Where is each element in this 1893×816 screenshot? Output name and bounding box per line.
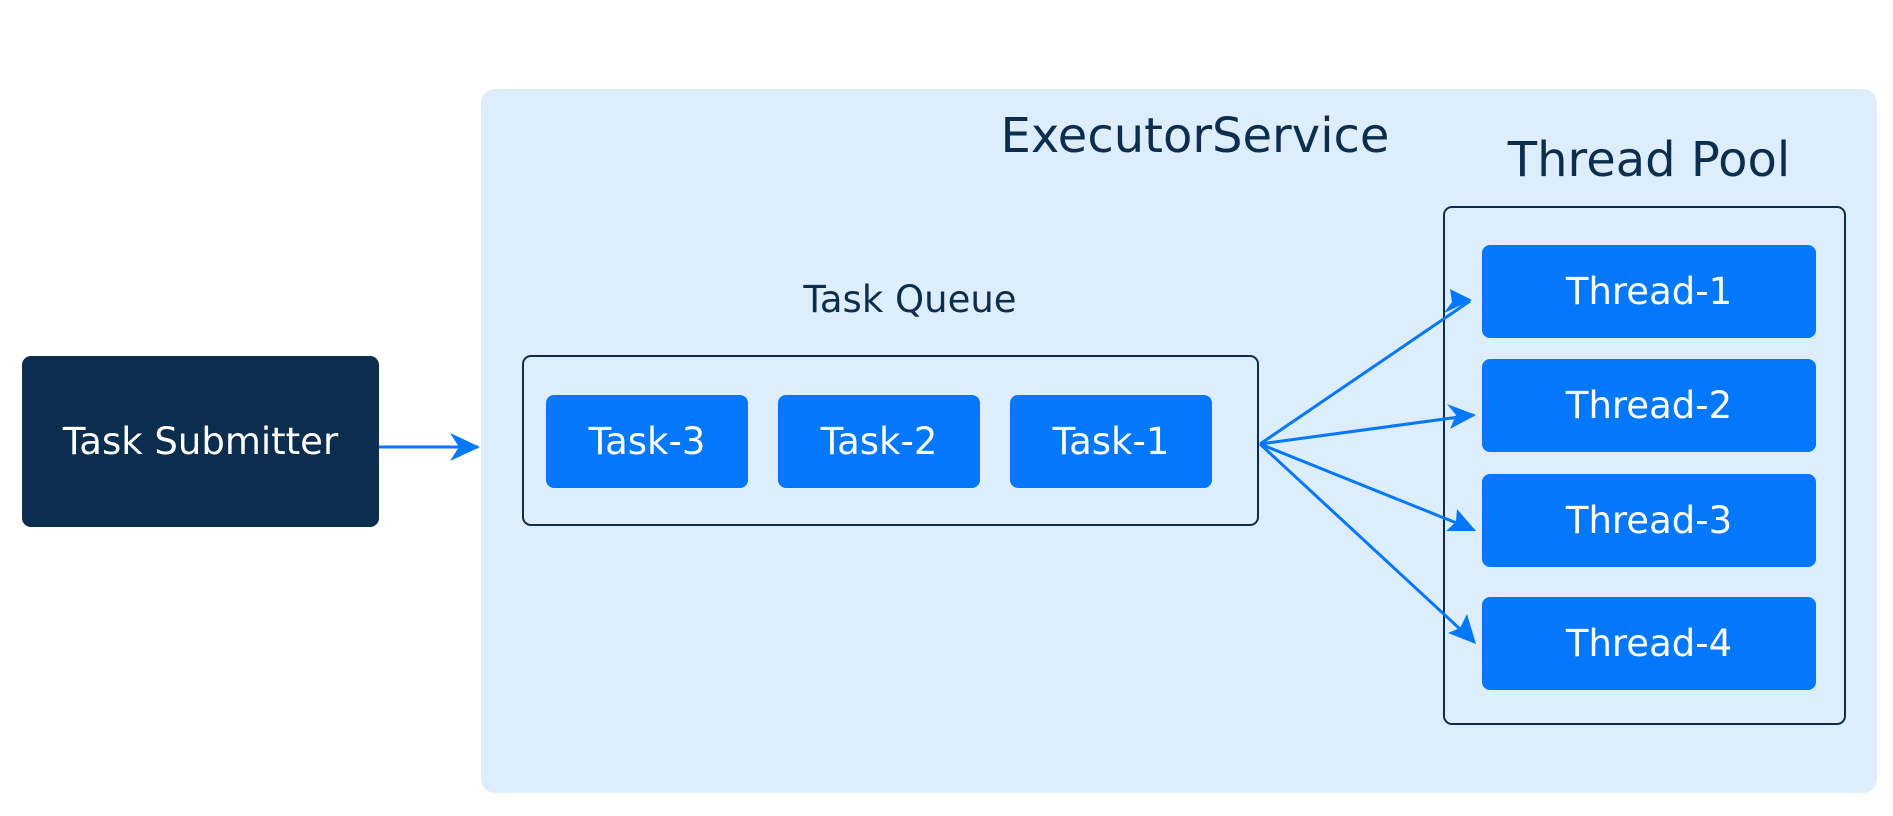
task-submitter-box: Task Submitter [22, 356, 379, 527]
thread-box-label: Thread-3 [1565, 499, 1733, 542]
thread-box-2: Thread-2 [1482, 359, 1816, 452]
executor-service-title: ExecutorService [1000, 108, 1390, 164]
dispatch-arrow-thread-3 [1259, 442, 1475, 532]
thread-box-label: Thread-1 [1565, 270, 1733, 313]
arrowhead-thread-1 [1444, 289, 1472, 313]
task-box-2: Task-2 [778, 395, 980, 488]
thread-box-1: Thread-1 [1482, 245, 1816, 338]
submit-arrowhead [450, 433, 480, 461]
thread-pool-title: Thread Pool [1507, 132, 1791, 188]
thread-box-label: Thread-2 [1565, 384, 1733, 427]
dispatch-arrow-thread-1 [1259, 299, 1471, 446]
thread-pool-container [1443, 206, 1846, 725]
task-box-label: Task-3 [588, 420, 706, 463]
task-box-label: Task-1 [1052, 420, 1170, 463]
thread-box-label: Thread-4 [1565, 622, 1733, 665]
task-box-3: Task-3 [546, 395, 748, 488]
thread-box-3: Thread-3 [1482, 474, 1816, 567]
arrowhead-thread-4 [1448, 614, 1476, 644]
dispatch-arrow-thread-4 [1258, 442, 1476, 644]
task-submitter-label: Task Submitter [62, 420, 339, 463]
task-box-label: Task-2 [820, 420, 938, 463]
dispatch-arrow-thread-2 [1259, 413, 1475, 446]
thread-box-4: Thread-4 [1482, 597, 1816, 690]
task-queue-container [522, 355, 1259, 526]
arrowhead-thread-2 [1447, 404, 1476, 429]
arrowhead-thread-3 [1446, 509, 1476, 531]
task-box-1: Task-1 [1010, 395, 1212, 488]
task-queue-label: Task Queue [803, 278, 1017, 321]
